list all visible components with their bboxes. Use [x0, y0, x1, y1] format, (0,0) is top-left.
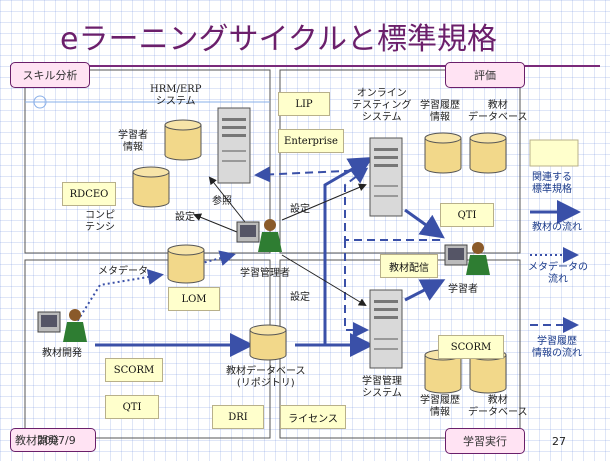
learner-label: 学習者: [448, 284, 478, 295]
legend-related-label: 関連する 標準規格: [532, 172, 572, 196]
material-db-bottom-label: 教材 データベース: [468, 395, 528, 419]
learner-info-line1: 学習者: [118, 130, 148, 141]
history-top-label: 学習履歴 情報: [420, 100, 460, 124]
learner-info-label: 学習者 情報: [118, 130, 148, 154]
material-db-line2: (リポジトリ): [236, 378, 295, 389]
setting-top-label: 設定: [290, 204, 310, 215]
standard-dri: DRI: [212, 405, 264, 429]
hrm-erp-label: HRM/ERP システム: [150, 84, 201, 108]
admin-setting-testing-arrow: [281, 183, 367, 221]
evaluation-region: [279, 69, 521, 254]
learner-info-line2: 情報: [123, 142, 143, 153]
slide-title: eラーニングサイクルと標準規格: [60, 22, 497, 57]
lms-line1: 学習管理: [362, 376, 402, 387]
testing-server-icon: [369, 137, 403, 217]
standard-material-delivery: 教材配信: [380, 254, 438, 278]
competency-db: [132, 166, 170, 208]
admin-setting-arrow: [193, 213, 238, 233]
flow-metadata-dev: [74, 269, 164, 326]
admin-setting-lms-arrow: [281, 254, 367, 307]
legend-related-line1: 関連する: [532, 172, 572, 183]
reference-label: 参照: [212, 196, 232, 207]
history-top-line1: 学習履歴: [420, 100, 460, 111]
material-db-bottom-line2: データベース: [468, 407, 528, 418]
standard-lip: LIP: [278, 92, 330, 116]
flow-history-lms: [344, 240, 369, 338]
material-db-label: 教材データベース (リポジトリ): [226, 366, 306, 390]
learner-icon: [444, 242, 490, 275]
setting-mid-label: 設定: [290, 292, 310, 303]
material-db-bottom-line1: 教材: [487, 395, 508, 406]
history-top-line2: 情報: [430, 112, 450, 123]
legend-history-flow-label: 学習履歴 情報の流れ: [532, 336, 582, 360]
competency-line1: コンピ: [85, 210, 115, 221]
online-testing-label: オンライン テスティング システム: [352, 88, 411, 124]
hrm-erp-line2: システム: [155, 96, 196, 107]
legend-history-line2: 情報の流れ: [532, 348, 582, 359]
material-repository-db: [249, 324, 287, 361]
page-number: 27: [552, 435, 566, 448]
history-bottom-line1: 学習履歴: [420, 395, 460, 406]
flow-history-hrm: [254, 166, 366, 183]
legend-related-line2: 標準規格: [532, 184, 572, 195]
legend-material-flow-label: 教材の流れ: [532, 222, 582, 233]
standard-lom: LOM: [168, 287, 220, 311]
history-bottom-label: 学習履歴 情報: [420, 395, 460, 419]
learning-admin-label: 学習管理者: [240, 268, 290, 279]
category-skill-analysis: スキル分析: [10, 62, 90, 88]
category-evaluation: 評価: [445, 62, 525, 88]
flow-lms-to-learner: [404, 279, 446, 302]
category-learning-execution: 学習実行: [445, 428, 525, 454]
admin-reference-arrow: [208, 176, 246, 223]
flow-testing-to-learner: [404, 208, 445, 239]
skill-region: [24, 69, 271, 254]
metadata-db: [167, 244, 205, 284]
history-bottom-line2: 情報: [430, 407, 450, 418]
standard-qti-left: QTI: [105, 395, 159, 419]
material-db-top-label: 教材 データベース: [468, 100, 528, 124]
history-db-top: [424, 132, 462, 174]
lms-line2: システム: [362, 388, 402, 399]
material-developer-label: 教材開発: [42, 348, 82, 359]
standard-rdceo: RDCEO: [62, 182, 116, 206]
legend-metadata-line2: 流れ: [548, 274, 568, 285]
material-db-top-line2: データベース: [468, 112, 528, 123]
online-testing-line1: オンライン: [356, 88, 407, 99]
standard-qti-right: QTI: [440, 203, 494, 227]
competency-line2: テンシ: [85, 222, 115, 233]
hrm-erp-line1: HRM/ERP: [150, 84, 202, 95]
legend-standard-swatch: [529, 139, 579, 167]
standard-enterprise: Enterprise: [278, 129, 344, 153]
legend-history-line1: 学習履歴: [537, 336, 577, 347]
learner-info-db: [164, 119, 202, 161]
developer-icon: [37, 309, 87, 342]
category-material-development-label: 教材開発: [15, 434, 59, 447]
standard-scorm-right: SCORM: [438, 335, 504, 359]
lms-label: 学習管理 システム: [362, 376, 402, 400]
material-db-top-line1: 教材: [487, 100, 508, 111]
competency-label: コンピ テンシ: [85, 210, 115, 234]
online-testing-line2: テスティング: [352, 100, 412, 111]
setting-left-label: 設定: [175, 212, 195, 223]
material-db-top: [469, 132, 507, 174]
standard-scorm-left: SCORM: [105, 358, 163, 382]
material-db-line1: 教材データベース: [226, 366, 306, 377]
legend-metadata-line1: メタデータの: [528, 262, 588, 273]
hrm-server-icon: [217, 107, 251, 184]
lms-server-icon: [369, 289, 403, 369]
standard-license: ライセンス: [280, 405, 346, 429]
online-testing-line3: システム: [361, 112, 402, 123]
learning-admin-icon: [236, 219, 282, 252]
metadata-label: メタデータ: [98, 266, 148, 277]
flow-history-testing: [344, 167, 440, 241]
footer-date: 2007/9: [37, 433, 76, 447]
legend-metadata-flow-label: メタデータの 流れ: [528, 262, 588, 286]
